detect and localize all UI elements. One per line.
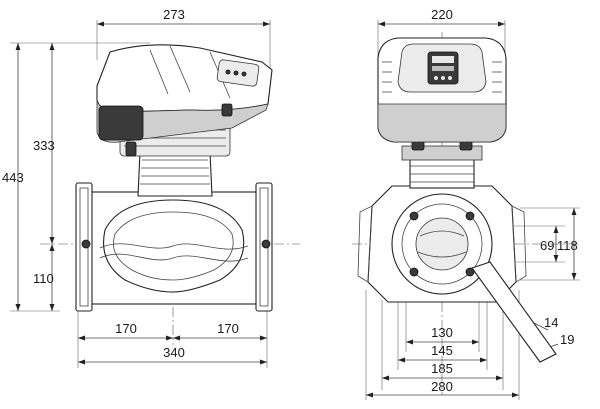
side-dim-145: 145: [431, 343, 453, 358]
front-dim-left-half: 170: [115, 321, 137, 336]
front-dim-axis-height: 110: [33, 271, 54, 286]
side-dim-top-width: 220: [431, 7, 453, 22]
front-dim-flange-length: 340: [163, 345, 185, 360]
side-dim-69: 69: [540, 238, 554, 253]
side-dim-130: 130: [431, 325, 453, 340]
pump-body-front: [75, 44, 273, 312]
front-view: 273 443 333 110 170 170 340: [2, 7, 300, 368]
front-dimensions: [10, 20, 300, 368]
side-view: 220 69 118 130 145 185 280 14 19: [352, 7, 580, 400]
front-dim-top-width: 273: [163, 7, 185, 22]
front-dim-right-half: 170: [217, 321, 239, 336]
side-dim-14: 14: [544, 315, 558, 330]
side-dim-280: 280: [431, 379, 453, 394]
side-dim-118: 118: [557, 238, 578, 253]
front-dim-total-height: 443: [2, 170, 24, 185]
front-dim-upper-height: 333: [33, 138, 55, 153]
pump-body-side: [357, 37, 557, 363]
side-dim-19: 19: [560, 332, 574, 347]
side-dim-185: 185: [431, 361, 453, 376]
